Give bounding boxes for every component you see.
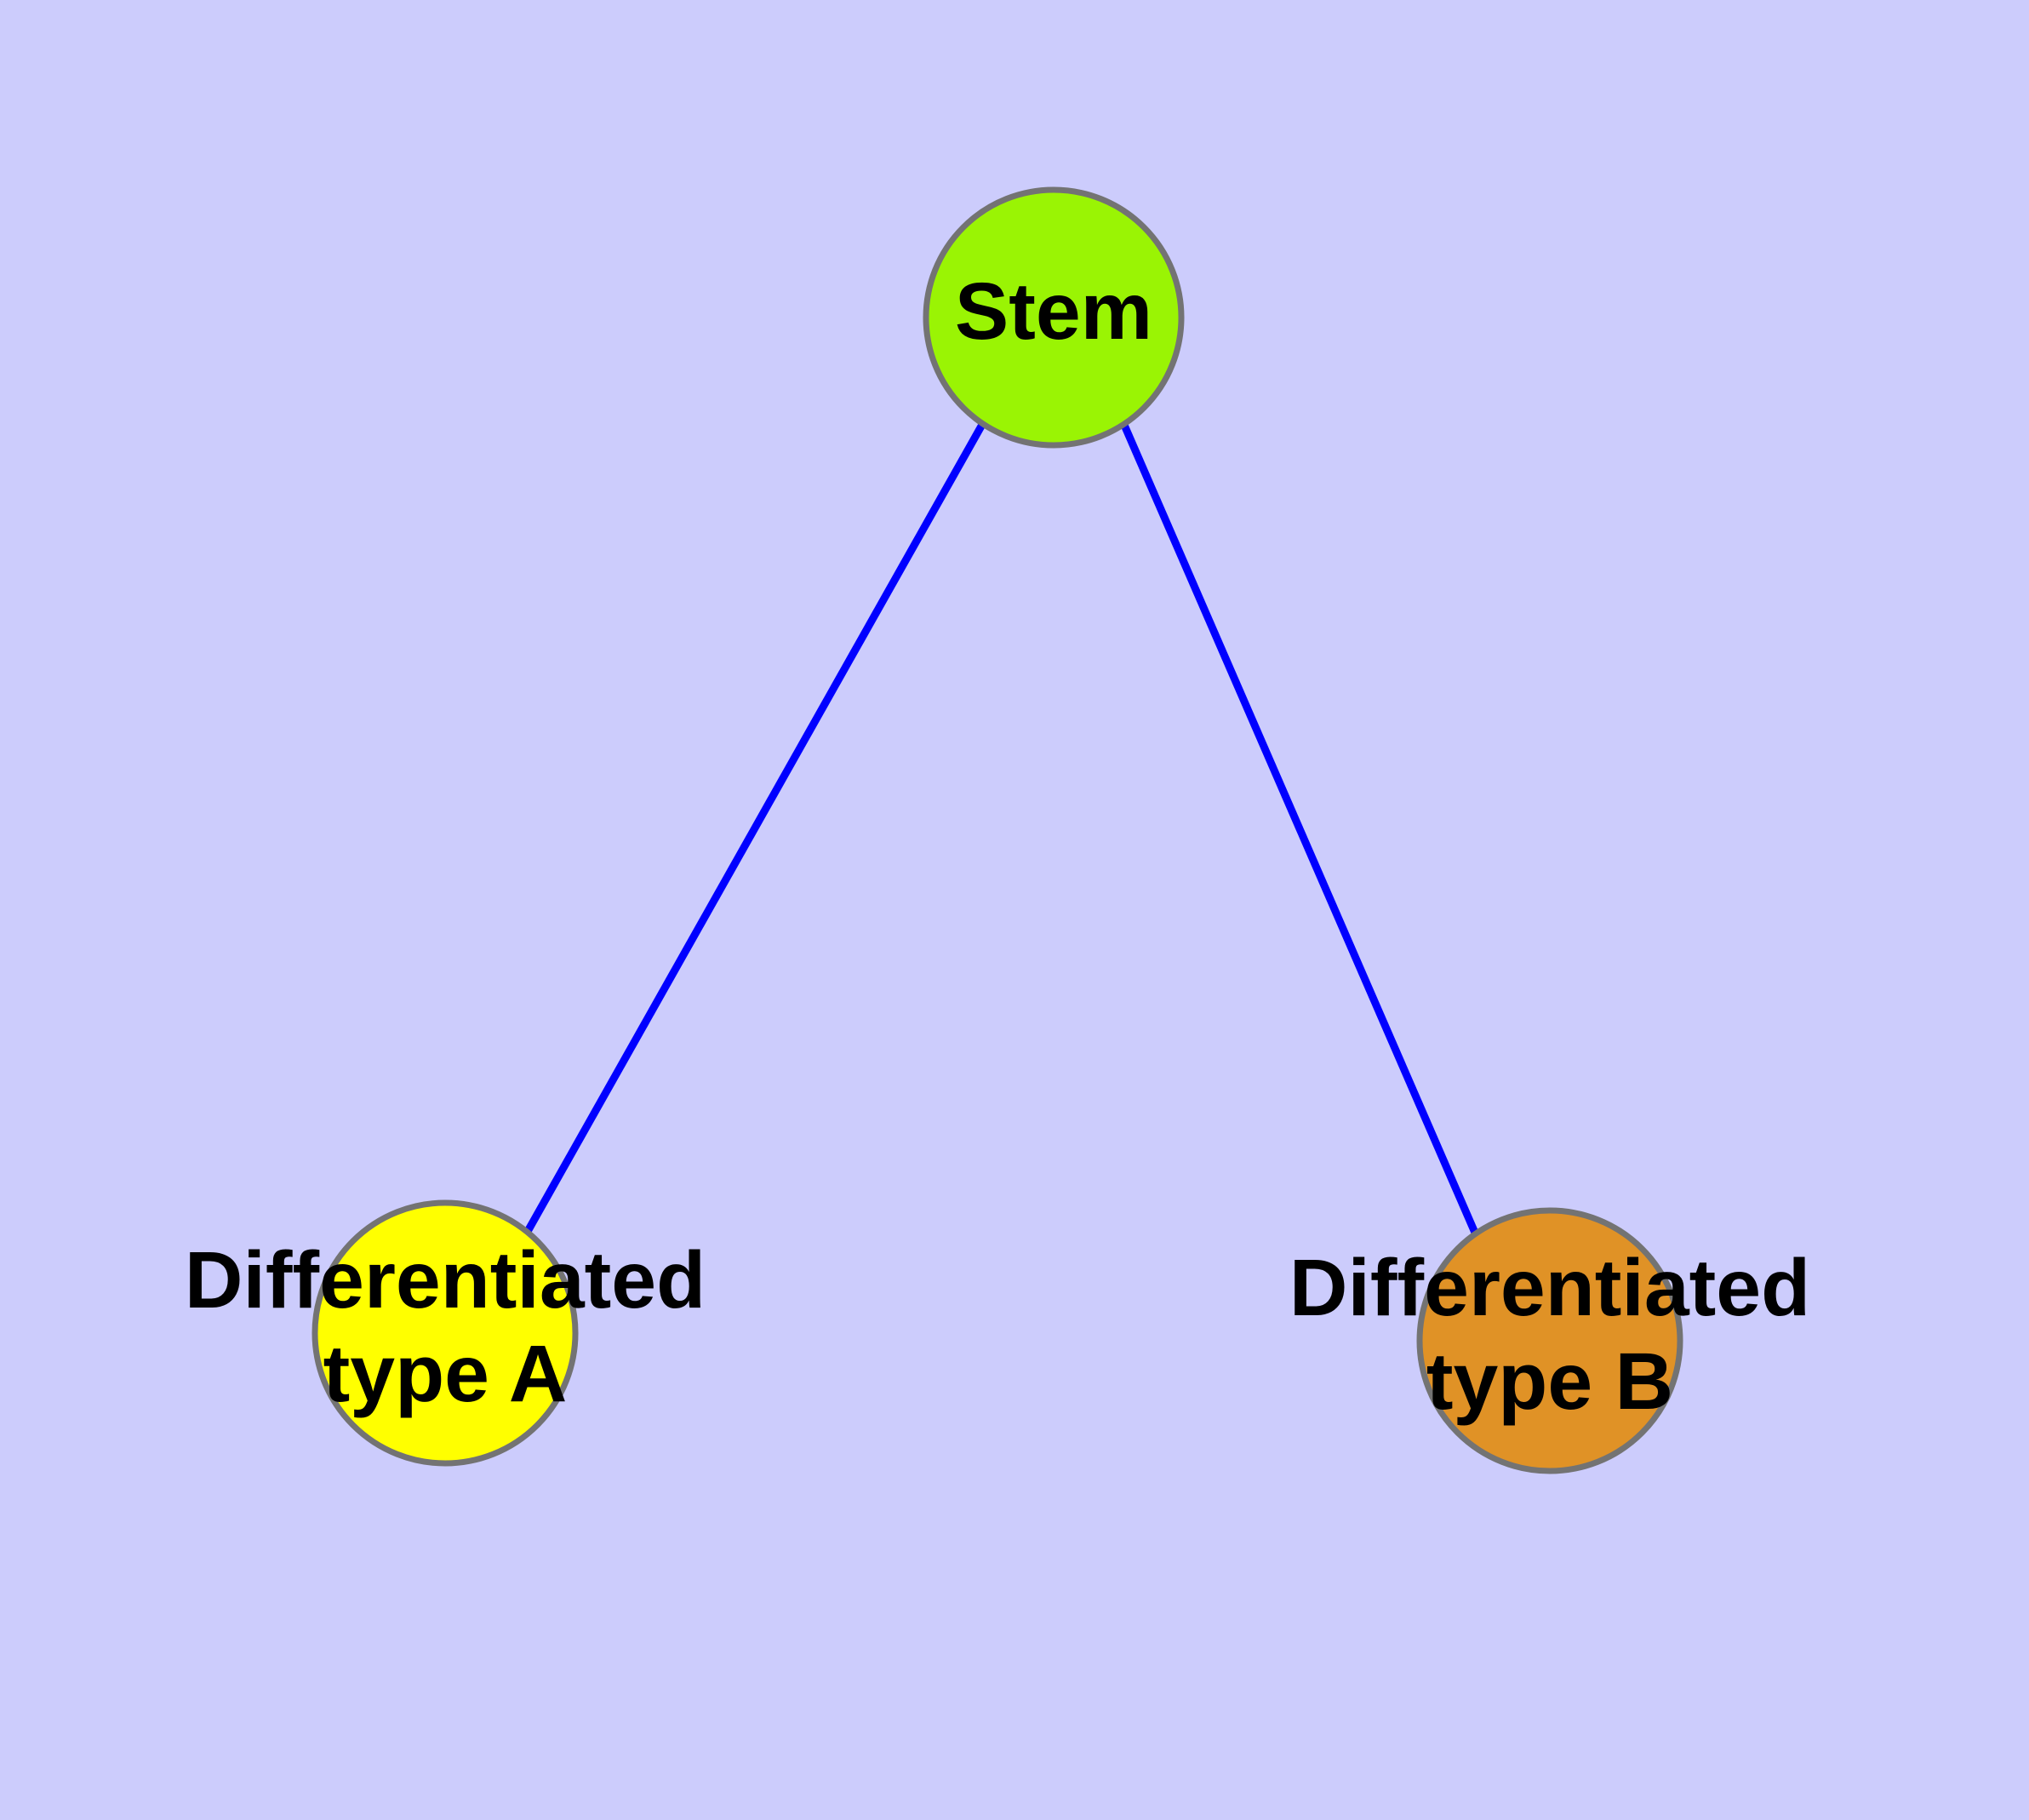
node-label-line: type A (323, 1329, 568, 1419)
node-circle-diff_a[interactable] (311, 1199, 579, 1467)
node-diff_b[interactable] (1416, 1207, 1683, 1474)
node-circle-stem[interactable] (923, 186, 1185, 449)
node-label-stem: Stem (955, 266, 1152, 357)
node-label-line: Stem (955, 266, 1152, 357)
edge-stem-to-diff_a (523, 421, 986, 1237)
node-diff_a[interactable] (311, 1199, 579, 1467)
node-label-line: Differentiated (1289, 1243, 1810, 1333)
node-label-line: Differentiated (185, 1235, 706, 1325)
node-circle-diff_b[interactable] (1416, 1207, 1683, 1474)
edge-layer (523, 421, 1479, 1237)
edge-stem-to-diff_b (1119, 421, 1479, 1234)
node-stem[interactable] (923, 186, 1185, 449)
node-label-line: type B (1426, 1336, 1673, 1427)
